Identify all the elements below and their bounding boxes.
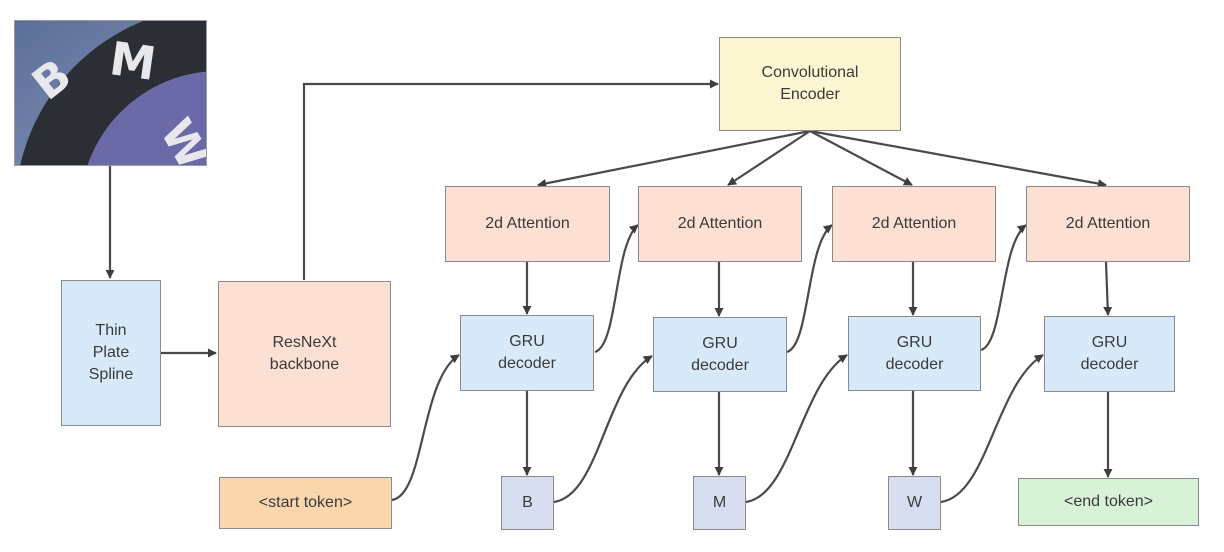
arrow-attention-to-gru-4 — [1103, 261, 1113, 316]
arrow-encoder-to-attention-2 — [727, 130, 811, 186]
output-token-w: W — [888, 476, 941, 530]
convolutional-encoder-node: Convolutional Encoder — [719, 37, 901, 131]
arrow-output-m-to-gru-3 — [745, 354, 848, 504]
gru-decoder-node-2: GRU decoder — [653, 317, 787, 392]
start-token-node: <start token> — [219, 477, 392, 529]
arrow-output-w-to-gru-4 — [940, 354, 1044, 504]
arrow-output-b-to-gru-2 — [553, 355, 653, 504]
bmw-logo-photo: B M W — [15, 21, 206, 165]
gru-decoder-node-1: GRU decoder — [460, 315, 594, 391]
arrow-gru-1-to-attention-2 — [594, 224, 639, 354]
end-token-node: <end token> — [1018, 478, 1199, 526]
gru-decoder-node-3: GRU decoder — [848, 316, 981, 391]
arrow-resnext-to-encoder — [302, 79, 719, 280]
logo-letter-m: M — [107, 31, 160, 91]
arrow-gru-3-to-attention-4 — [980, 224, 1027, 352]
attention-node-1: 2d Attention — [445, 186, 610, 262]
output-token-b: B — [501, 476, 554, 530]
gru-decoder-node-4: GRU decoder — [1044, 316, 1175, 392]
attention-node-4: 2d Attention — [1026, 186, 1190, 262]
arrow-gru-2-to-attention-3 — [786, 224, 833, 354]
output-token-m: M — [693, 476, 746, 530]
attention-node-2: 2d Attention — [638, 186, 802, 262]
thin-plate-spline-node: Thin Plate Spline — [61, 280, 161, 426]
arrow-encoder-to-attention-3 — [809, 130, 913, 186]
arrow-start-token-to-gru-1 — [391, 354, 460, 502]
resnext-backbone-node: ResNeXt backbone — [218, 281, 391, 427]
input-image-bmw-logo: B M W — [14, 20, 207, 166]
arrow-encoder-to-attention-1 — [537, 129, 811, 188]
arrow-encoder-to-attention-4 — [809, 129, 1107, 188]
attention-node-3: 2d Attention — [832, 186, 996, 262]
